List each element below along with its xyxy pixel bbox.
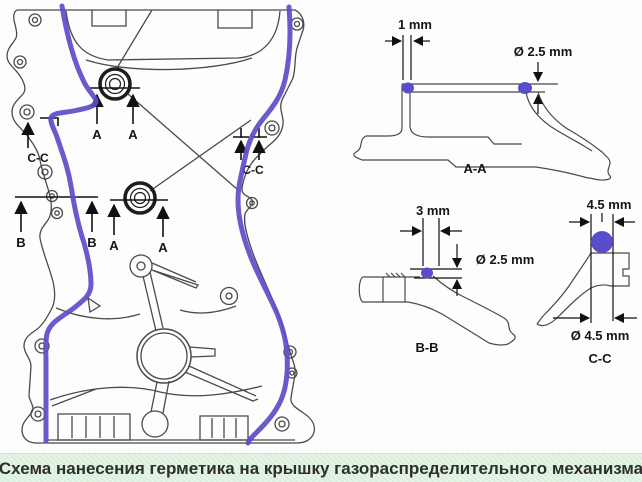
small-boss [219,286,239,306]
cc-width-dim: 4.5 mm [587,197,632,212]
sealant-dot [402,82,414,94]
marker-a3: A [109,238,119,253]
marker-cc-right: C-C [242,163,264,177]
section-c-c: 4.5 mm Ø 4.5 mm C-C [536,197,637,366]
marker-a4: A [158,240,168,255]
sealant-dot [421,267,433,279]
cc-label: C-C [588,351,612,366]
cc-dimensions [553,213,637,324]
bb-width-dim: 3 mm [416,203,450,218]
sealant-bead-left [43,3,99,444]
sealant-dot [518,82,532,94]
bolt-holes [13,13,304,432]
aa-profile [353,83,612,181]
sealant-bead-right [235,4,293,446]
marker-a1: A [92,127,102,142]
marker-b2: B [87,235,96,250]
section-b-b: 3 mm Ø 2.5 mm B-B [358,203,535,355]
caption-bar: Схема нанесения герметика на крышку газо… [0,453,642,482]
bolt-boss-top [98,67,132,101]
tensioner-pivot [129,254,200,332]
section-a-a: 1 mm Ø 2.5 mm A-A [353,17,612,181]
bb-profile [358,272,516,346]
aa-bead-dim: Ø 2.5 mm [514,44,573,59]
marker-cc-left: C-C [27,151,49,165]
cc-bead-dim: Ø 4.5 mm [571,328,630,343]
aa-width-dim: 1 mm [398,17,432,32]
sealant-dot-large [591,231,613,253]
section-markers [14,87,267,237]
aa-label: A-A [463,161,487,176]
cc-profile [536,252,630,327]
bb-bead-dim: Ø 2.5 mm [476,252,535,267]
marker-b1: B [16,235,25,250]
section-marker-letters: A A C-C C-C B B A A [16,127,264,255]
bolt-boss-mid [123,181,157,215]
timing-cover-diagram: A A C-C C-C B B A A [6,3,316,446]
marker-a2: A [128,127,138,142]
sealant-bead-path [43,3,293,446]
crankshaft-bore [136,328,259,438]
bb-label: B-B [415,340,438,355]
cover-outline [6,9,316,444]
caption-text: Схема нанесения герметика на крышку газо… [0,458,642,478]
bb-dimensions [400,218,463,296]
aa-dimensions [385,35,544,114]
